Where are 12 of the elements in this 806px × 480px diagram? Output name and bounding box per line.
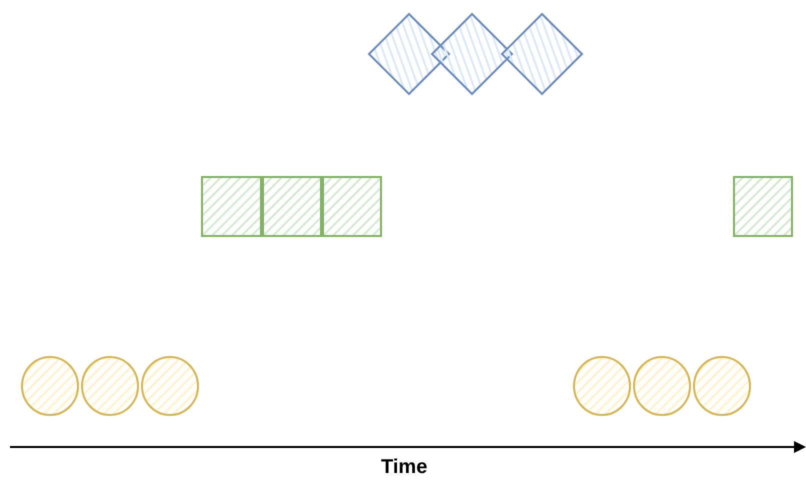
circle-shape bbox=[573, 356, 631, 416]
diamond-shape bbox=[501, 13, 583, 95]
square-shape bbox=[733, 176, 793, 237]
circle-shape bbox=[21, 356, 79, 416]
circle-shape bbox=[633, 356, 691, 416]
axis-label: Time bbox=[381, 456, 428, 479]
circle-shape bbox=[141, 356, 199, 416]
square-shape bbox=[262, 176, 322, 237]
square-shape bbox=[201, 176, 262, 237]
circle-shape bbox=[693, 356, 751, 416]
circle-shape bbox=[81, 356, 139, 416]
square-shape bbox=[322, 176, 382, 237]
